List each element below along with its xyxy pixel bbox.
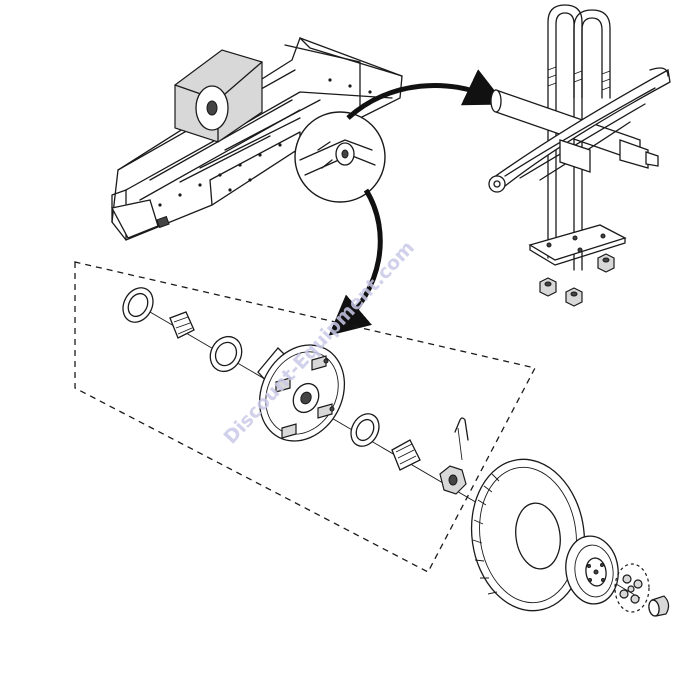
- trailer-frame: [111, 37, 403, 241]
- cotter-pin: [454, 417, 469, 461]
- dust-cap: [648, 595, 670, 617]
- outer-race: [350, 413, 380, 447]
- castle-nut: [439, 465, 467, 495]
- tire: [470, 458, 586, 612]
- inner-bearing: [169, 311, 195, 339]
- rim: [565, 535, 619, 605]
- arrow-to-hub: [328, 188, 383, 336]
- u-bolts: [547, 4, 611, 271]
- wheel-studs: [275, 355, 335, 439]
- axle-spindle: [619, 139, 659, 169]
- grease-seal: [122, 287, 154, 323]
- leaf-spring-assembly: [488, 4, 671, 307]
- inner-race: [209, 335, 243, 373]
- detail-circle: [294, 111, 386, 203]
- outer-bearing: [391, 439, 421, 471]
- tie-plate: [528, 224, 627, 266]
- hub: [257, 344, 346, 442]
- arrow-to-spring: [346, 69, 506, 120]
- u-bolt-nuts: [539, 253, 615, 307]
- lug-nuts: [614, 563, 650, 613]
